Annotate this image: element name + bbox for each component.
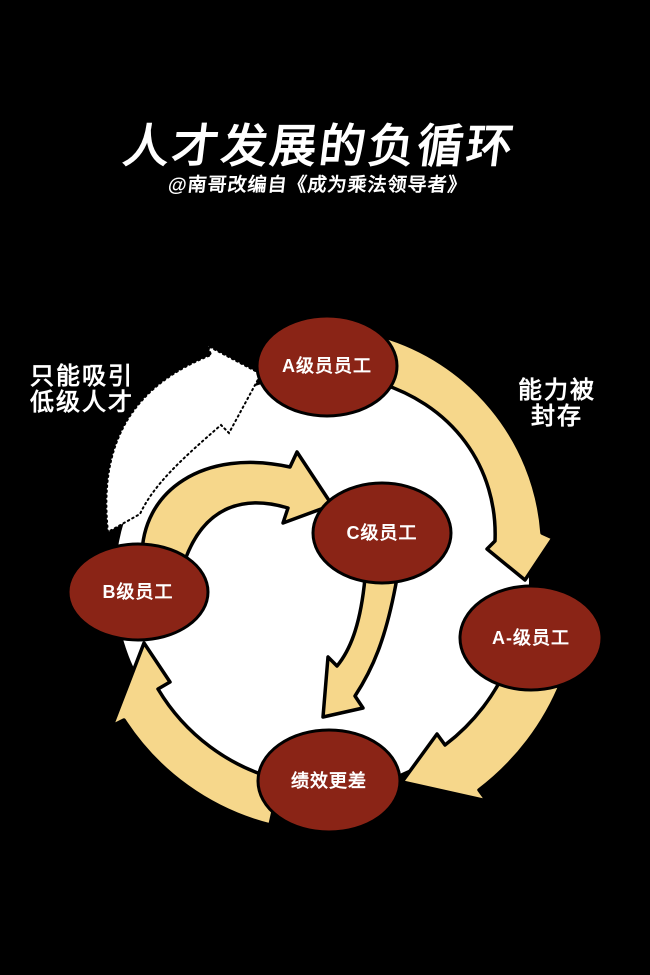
annotation-line: 低级人才 [30, 389, 134, 416]
arrow-c-to-worse [321, 576, 399, 719]
annotation-attract-low-talent: 只能吸引 低级人才 [2, 364, 162, 416]
node-b-ellipse [66, 542, 210, 642]
node-a-ellipse [255, 314, 399, 418]
annotation-ability-sealed: 能力被 封存 [477, 378, 637, 430]
arrow-aminus-to-worse [400, 658, 564, 803]
annotation-line: 能力被 [518, 377, 596, 404]
annotation-line: 只能吸引 [30, 363, 134, 390]
annotation-line: 封存 [531, 403, 583, 430]
node-a-label: A级员员工 [282, 356, 372, 376]
node-b-label: B级员工 [102, 582, 174, 602]
node-worse-label: 绩效更差 [291, 771, 367, 791]
arrow-worse-to-b [110, 641, 282, 827]
page-subtitle: @南哥改编自《成为乘法领导者》 [166, 175, 469, 196]
node-worse-ellipse [256, 728, 402, 834]
node-aminus-ellipse [458, 584, 604, 692]
arrow-b-to-c [140, 450, 334, 562]
page-title: 人才发展的负循环 [120, 120, 519, 172]
node-c-ellipse [311, 481, 453, 585]
dotted-feedback-arrow [105, 343, 263, 534]
arrow-a-to-aminus [367, 333, 555, 582]
node-c-label: C级员工 [346, 523, 418, 543]
node-aminus-label: A-级员工 [492, 628, 570, 648]
